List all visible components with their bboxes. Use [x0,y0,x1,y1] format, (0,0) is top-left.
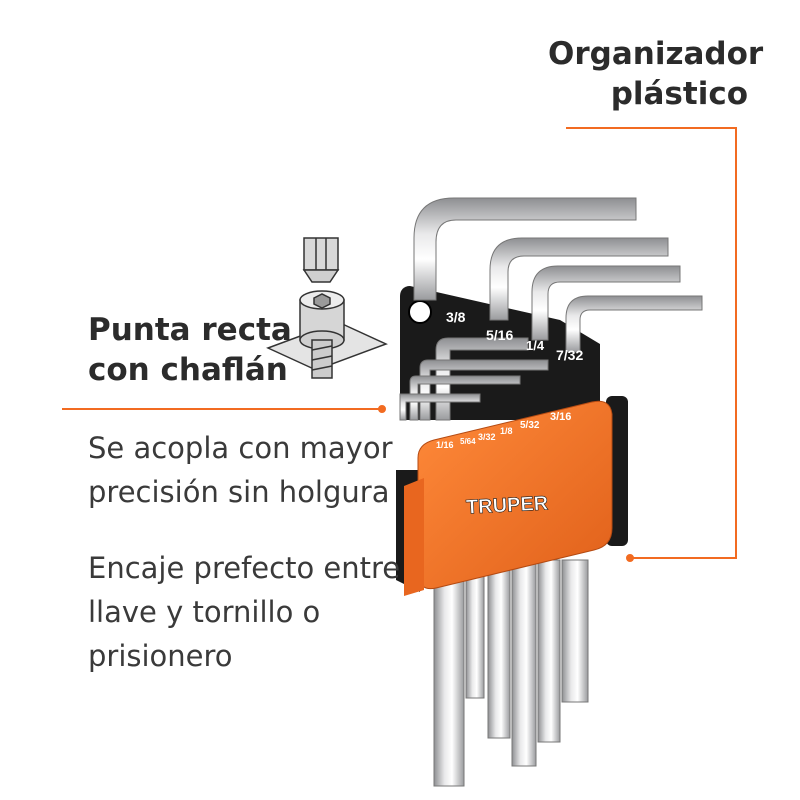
size-label-3-8: 3/8 [446,309,466,325]
size-label-1-4: 1/4 [526,338,545,353]
size-label-3-16: 3/16 [550,411,571,423]
hex-socket-screw-icon [266,237,388,379]
organizer-line-2: plástico [610,76,748,112]
description-engagement-line-2: llave y tornillo o [88,595,321,629]
organizer-line-1: Organizador [548,36,764,72]
organizer-callout-line [566,127,737,562]
organizer-callout: Organizador plástico [548,34,764,114]
description-engagement-line-1: Encaje prefecto entre [88,551,401,585]
size-label-3-32: 3/32 [478,432,496,442]
hex-key-shafts [433,559,589,787]
description-fit: Se acopla con mayor precisión sin holgur… [88,426,408,514]
tip-line-2: con chaflán [88,352,288,388]
size-label-7-32: 7/32 [556,347,583,363]
description-fit-line-2: precisión sin holgura [88,475,390,509]
tip-callout-line [62,405,386,413]
large-hex-keys [413,197,703,353]
size-label-1-16: 1/16 [436,440,454,450]
small-hex-keys [399,337,549,421]
size-label-5-32: 5/32 [520,420,540,431]
size-label-5-16: 5/16 [486,327,513,343]
description-engagement: Encaje prefecto entre llave y tornillo o… [88,546,408,678]
description-engagement-line-3: prisionero [88,639,233,673]
description-fit-line-1: Se acopla con mayor [88,431,393,465]
size-label-1-8: 1/8 [500,426,513,436]
orange-holder [404,400,613,596]
tip-line-1: Punta recta [88,312,292,348]
size-label-5-64: 5/64 [460,437,476,446]
brand-logo: TRUPER [465,492,549,518]
tip-callout: Punta recta con chaflán [88,310,328,390]
